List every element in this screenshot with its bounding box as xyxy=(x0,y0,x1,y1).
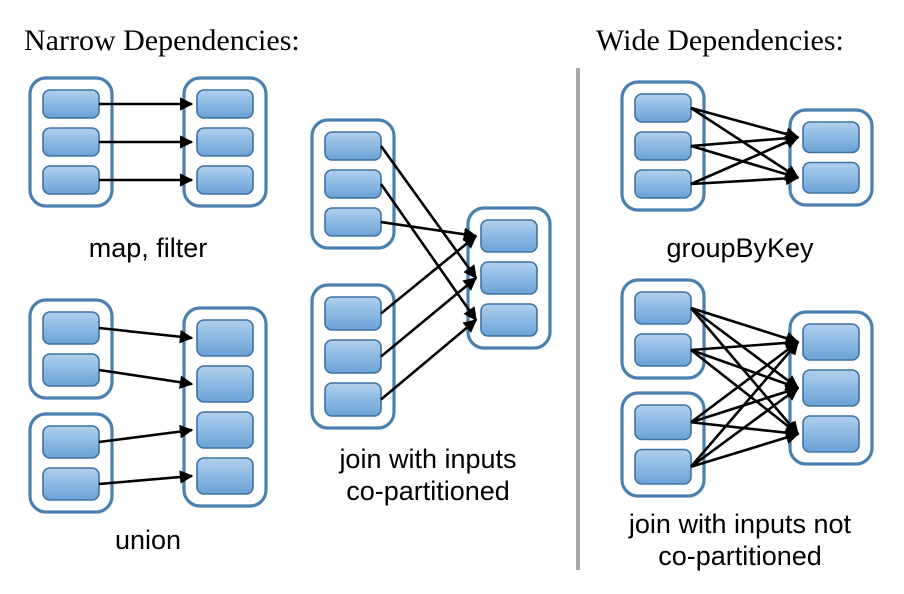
target-container xyxy=(788,108,874,207)
dependency-arrow xyxy=(690,431,800,468)
source-partition-box xyxy=(42,467,100,501)
source-partition-box xyxy=(42,89,100,119)
dependency-arrow xyxy=(690,135,800,186)
caption-group-by-key: groupByKey xyxy=(666,233,814,263)
dependency-arrow xyxy=(379,145,478,280)
source-container xyxy=(28,412,114,514)
target-container xyxy=(466,206,552,350)
source-partition-box xyxy=(634,448,692,485)
source-container xyxy=(310,283,396,430)
target-partition-box xyxy=(802,121,860,154)
dependency-arrow xyxy=(690,307,799,436)
source-partition-box xyxy=(324,131,382,161)
target-partition-box xyxy=(196,319,254,357)
target-partition-box xyxy=(196,365,254,403)
target-partition-box xyxy=(196,411,254,449)
source-partition-box xyxy=(634,333,692,367)
caption-join-copartitioned: join with inputs xyxy=(338,444,516,474)
source-partition-box xyxy=(324,382,382,417)
source-container xyxy=(310,118,396,250)
target-partition-box xyxy=(802,415,860,453)
source-partition-box xyxy=(324,169,382,199)
target-partition-box xyxy=(480,261,538,295)
source-container xyxy=(620,278,706,380)
dependency-arrow xyxy=(379,183,478,322)
source-partition-box xyxy=(634,291,692,325)
caption-map-filter: map, filter xyxy=(89,233,208,263)
caption-join-not-copartitioned: co-partitioned xyxy=(658,541,822,571)
source-partition-box xyxy=(42,353,100,387)
target-container xyxy=(788,310,874,466)
dependency-arrow xyxy=(690,340,800,424)
source-partition-box xyxy=(42,425,100,459)
dependency-arrow xyxy=(98,368,194,389)
dependency-arrow xyxy=(690,348,800,391)
target-partition-box xyxy=(480,303,538,337)
dependency-arrow xyxy=(380,276,478,358)
target-partition-box xyxy=(802,323,860,361)
source-partition-box xyxy=(42,311,100,345)
source-partition-box xyxy=(324,207,382,237)
source-partition-box xyxy=(324,296,382,331)
dependency-arrow xyxy=(690,336,800,352)
source-partition-box xyxy=(634,93,692,123)
source-partition-box xyxy=(634,131,692,161)
dependency-arrow xyxy=(98,424,194,444)
dependency-arrow xyxy=(690,386,800,468)
dependency-arrow xyxy=(690,306,800,390)
target-partition-box xyxy=(196,165,254,195)
heading-narrow: Narrow Dependencies: xyxy=(24,24,300,57)
section-union: union xyxy=(28,298,268,555)
dependency-arrow xyxy=(690,171,800,186)
caption-join-copartitioned: co-partitioned xyxy=(346,476,510,506)
target-container xyxy=(182,76,268,208)
dependency-arrow xyxy=(690,106,800,141)
source-partition-box xyxy=(634,404,692,441)
source-partition-box xyxy=(324,339,382,374)
dependency-arrow xyxy=(380,319,478,401)
dependency-arrow xyxy=(380,234,478,315)
headings-layer: Narrow Dependencies: Wide Dependencies: xyxy=(24,24,844,57)
target-partition-box xyxy=(196,89,254,119)
heading-wide: Wide Dependencies: xyxy=(596,24,844,57)
source-partition-box xyxy=(42,165,100,195)
source-container xyxy=(620,80,706,212)
dependency-arrow xyxy=(98,326,194,344)
source-container xyxy=(28,298,114,400)
dependency-arrow xyxy=(380,220,478,241)
caption-join-not-copartitioned: join with inputs not xyxy=(628,509,852,539)
dependency-arrow xyxy=(690,306,800,345)
caption-union: union xyxy=(115,525,181,555)
section-group-by-key: groupByKey xyxy=(620,80,874,263)
target-partition-box xyxy=(802,161,860,194)
target-partition-box xyxy=(802,369,860,407)
target-partition-box xyxy=(196,457,254,495)
target-rdd-outline xyxy=(182,306,268,508)
source-container xyxy=(620,391,706,498)
source-partition-box xyxy=(634,169,692,199)
dependency-arrow xyxy=(690,131,800,148)
source-container xyxy=(28,76,114,208)
section-map-filter: map, filter xyxy=(28,76,268,263)
target-partition-box xyxy=(480,219,538,253)
target-container xyxy=(182,306,268,508)
dependency-arrow xyxy=(98,470,194,486)
dependency-arrow xyxy=(690,348,800,436)
dependency-arrow xyxy=(690,340,799,468)
target-partition-box xyxy=(196,127,254,157)
source-partition-box xyxy=(42,127,100,157)
